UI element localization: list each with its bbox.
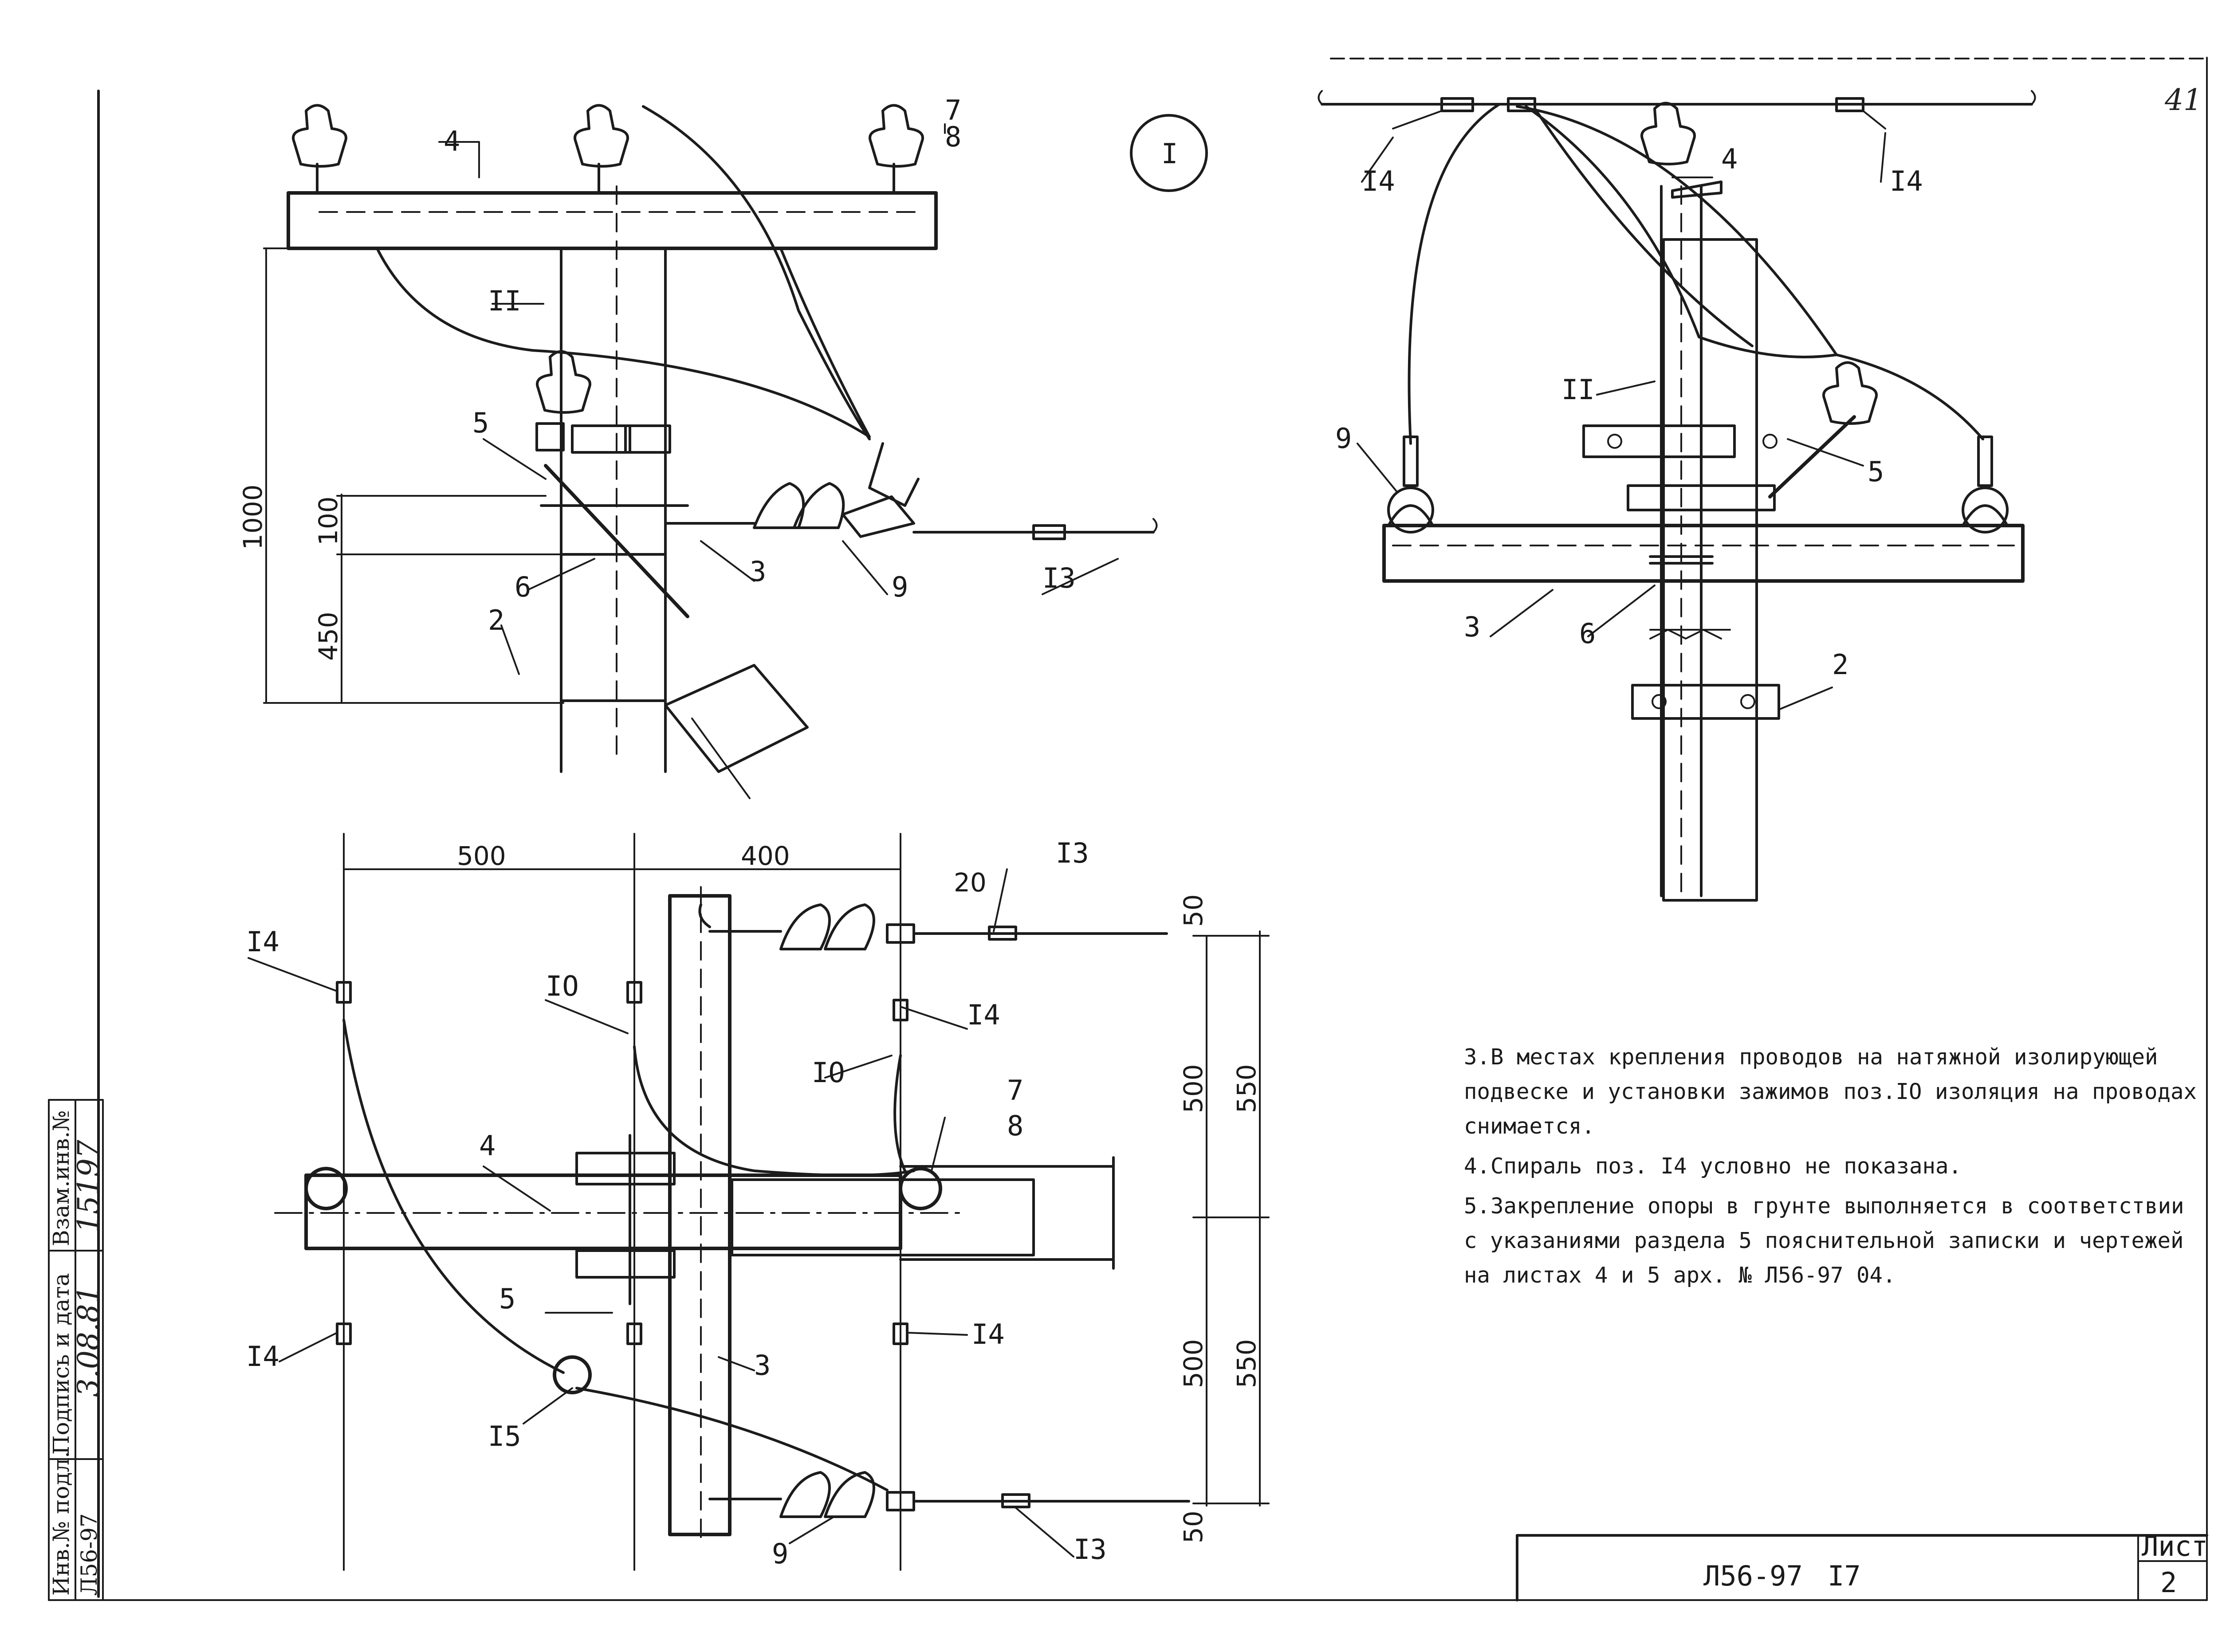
stamp-inv-podl: Инв.№ подл. (48, 1451, 74, 1596)
plan-pos-14-br: I4 (971, 1318, 1005, 1350)
plan-dim-50-top: 50 (1178, 894, 1208, 927)
side-pos-14-left: I4 (1362, 165, 1395, 197)
title-block: Л56-97 I7 Лист 2 (1516, 1530, 2208, 1601)
sheet-frame (48, 57, 2208, 1601)
title-sheet-value: 2 (2160, 1566, 2177, 1599)
front-pos-4: 4 (444, 125, 460, 157)
plan-pos-13-top: I3 (1056, 837, 1089, 869)
stamp-podpis-value: 3.08.81 (71, 1285, 106, 1397)
stamp-podpis-data: Подпись и дата (48, 1273, 74, 1455)
side-pos-6: 6 (1579, 617, 1596, 650)
view-marker: I (1130, 114, 1208, 192)
plan-dim-550-top: 550 (1231, 1064, 1262, 1113)
side-pos-3: 3 (1464, 611, 1480, 643)
side-pos-9: 9 (1335, 422, 1352, 455)
front-pos-3: 3 (750, 555, 766, 588)
note-4-text: Спираль поз. I4 условно не показана. (1490, 1154, 1962, 1179)
plan-dim-20: 20 (954, 867, 987, 898)
sheet-number-corner: 41 (2164, 83, 2202, 117)
plan-pos-3: 3 (754, 1349, 771, 1381)
side-view: I4 I4 4 II 9 5 3 6 2 (1317, 90, 2036, 902)
plan-pos-7: 7 (1007, 1074, 1023, 1107)
side-pos-2: 2 (1832, 648, 1848, 681)
plan-pos-9: 9 (772, 1538, 788, 1570)
front-view: 4 7 8 II 5 6 2 3 9 I3 1000 100 450 (238, 94, 1158, 799)
plan-dim-500-h: 500 (457, 841, 506, 871)
plan-dim-50-bottom: 50 (1178, 1511, 1208, 1543)
front-pos-5: 5 (472, 407, 489, 439)
plan-pos-14-bl: I4 (246, 1340, 279, 1373)
stamp-inv-value: Л56-97 (76, 1513, 102, 1596)
stamp-vzam-inv: Взам.инв.№ (48, 1110, 74, 1246)
view-marker-label: I (1161, 137, 1178, 170)
plan-pos-15: I5 (488, 1420, 521, 1452)
note-3-number: 3. (1464, 1044, 1490, 1070)
side-insulator-left (1387, 436, 1434, 534)
note-5-text: Закрепление опоры в грунте выполняется в… (1464, 1193, 2184, 1288)
note-4-number: 4. (1464, 1154, 1490, 1179)
insulator-top-right (869, 104, 924, 194)
plan-dim-500-bottom: 500 (1178, 1339, 1208, 1388)
front-pos-13: I3 (1042, 562, 1076, 594)
plan-pos-8: 8 (1007, 1110, 1023, 1142)
front-pos-6: 6 (515, 571, 531, 603)
note-5-number: 5. (1464, 1193, 1490, 1219)
insulator-lower (536, 350, 591, 414)
front-dim-100: 100 (313, 496, 343, 545)
title-doc-code: Л56-97 (1703, 1560, 1803, 1592)
plan-pos-10-a: IO (546, 970, 579, 1002)
plan-dim-400-h: 400 (741, 841, 790, 871)
plan-pos-14-tr: I4 (967, 999, 1000, 1031)
front-pos-7: 7 (945, 94, 961, 126)
stamp-block: Инв.№ подл. Подпись и дата Взам.инв.№ Л5… (48, 1099, 106, 1601)
plan-pos-10-b: IO (812, 1056, 845, 1089)
note-5: 5.Закрепление опоры в грунте выполняется… (1464, 1189, 2200, 1293)
plan-pos-4: 4 (479, 1130, 496, 1162)
note-3-text: В местах крепления проводов на натяжной … (1464, 1044, 2197, 1139)
stamp-vzam-value: 15197 (71, 1140, 106, 1233)
front-pos-9: 9 (892, 571, 908, 603)
side-pos-5: 5 (1868, 455, 1884, 488)
plan-pos-5: 5 (499, 1283, 515, 1315)
plan-pos-13-bottom: I3 (1074, 1533, 1107, 1566)
front-pos-11: II (488, 285, 521, 317)
side-pos-14-right: I4 (1890, 165, 1923, 197)
plan-dim-550-bottom: 550 (1231, 1339, 1262, 1388)
front-dim-450: 450 (313, 612, 343, 661)
note-3: 3.В местах крепления проводов на натяжно… (1464, 1040, 2200, 1144)
plan-pos-14-tl: I4 (246, 926, 279, 958)
insulator-top-mid (574, 104, 629, 194)
side-insulator-right (1962, 436, 2009, 534)
notes-block: 3.В местах крепления проводов на натяжно… (1464, 1040, 2200, 1298)
front-pos-2: 2 (488, 604, 504, 636)
plan-dim-500-top: 500 (1178, 1064, 1208, 1113)
side-pos-11: II (1561, 373, 1595, 406)
note-4: 4.Спираль поз. I4 условно не показана. (1464, 1149, 2200, 1184)
title-doc-page: I7 (1828, 1560, 1861, 1592)
side-pos-4: 4 (1721, 143, 1738, 175)
plan-view: 500 400 20 50 500 550 500 550 50 I4 IO I… (246, 833, 1270, 1571)
title-sheet-label: Лист (2142, 1530, 2208, 1562)
front-dim-1000: 1000 (238, 484, 268, 550)
insulator-top-left (292, 104, 347, 194)
front-pos-8: 8 (945, 121, 961, 153)
